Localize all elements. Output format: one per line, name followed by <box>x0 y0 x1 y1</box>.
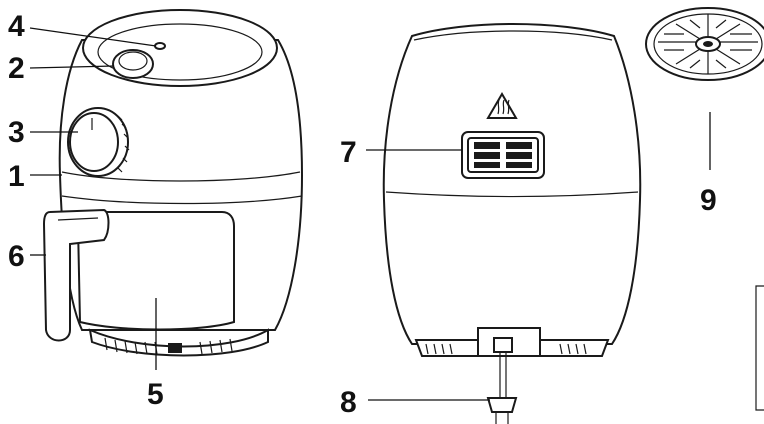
temperature-dial[interactable] <box>67 107 130 177</box>
power-cord-plug <box>486 352 518 424</box>
top-button[interactable] <box>112 49 154 79</box>
air-outlet-vent <box>461 131 545 179</box>
back-view <box>382 23 642 424</box>
label-grill-plate: 9 <box>700 184 717 217</box>
label-dial: 3 <box>8 116 25 149</box>
indicator-light <box>154 42 166 50</box>
label-power-plug: 8 <box>340 386 357 419</box>
label-air-outlet: 7 <box>340 136 357 169</box>
label-housing: 1 <box>8 160 25 193</box>
label-handle: 6 <box>8 240 25 273</box>
label-top-indicator: 4 <box>8 10 25 43</box>
partial-frame <box>755 285 764 411</box>
label-basket: 5 <box>147 378 164 411</box>
label-top-button: 2 <box>8 52 25 85</box>
back-body-housing <box>382 23 642 345</box>
grill-plate <box>645 7 764 170</box>
front-view <box>42 9 304 357</box>
back-base-vents <box>414 327 610 357</box>
front-top-lid <box>82 9 278 87</box>
front-base-vents <box>88 328 269 357</box>
callout-lines <box>29 27 490 401</box>
basket-handle[interactable] <box>42 208 110 342</box>
hot-surface-warning-icon <box>486 92 518 119</box>
callout-labels: 4 2 3 1 6 5 7 8 9 <box>8 10 717 419</box>
